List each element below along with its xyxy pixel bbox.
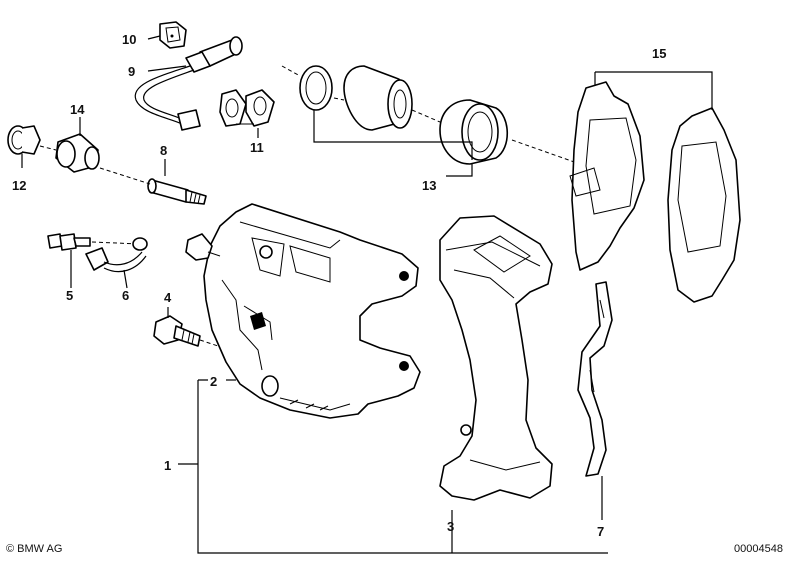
callout-5: 5 xyxy=(66,288,73,303)
leader-lines xyxy=(21,35,713,554)
callout-8: 8 xyxy=(160,143,167,158)
part-7-anti-rattle-spring xyxy=(577,281,613,477)
callout-9: 9 xyxy=(128,64,135,79)
callout-4: 4 xyxy=(164,290,172,305)
callout-11: 11 xyxy=(250,140,264,155)
callout-12: 12 xyxy=(12,178,26,193)
part-15-brake-pad-inner xyxy=(569,81,645,271)
callout-2: 2 xyxy=(210,374,217,389)
part-3-carrier-bracket xyxy=(439,215,553,501)
part-6-dust-cap-strap xyxy=(85,237,148,273)
callout-7: 7 xyxy=(597,524,604,539)
image-number: 00004548 xyxy=(734,543,783,555)
part-10-clip xyxy=(159,21,187,49)
callout-3: 3 xyxy=(447,519,454,534)
callout-labels: 10 9 14 11 8 12 13 15 5 6 4 2 1 3 7 xyxy=(12,32,666,539)
part-4-bolt xyxy=(153,315,231,351)
copyright-text: © BMW AG xyxy=(6,543,62,555)
callout-10: 10 xyxy=(122,32,136,47)
callout-13: 13 xyxy=(422,178,436,193)
part-12-dust-cap xyxy=(7,125,41,155)
callout-1: 1 xyxy=(164,458,171,473)
part-5-bleeder-screw xyxy=(47,233,141,251)
part-15-brake-pad-outer xyxy=(667,107,741,303)
part-8-guide-bolt xyxy=(99,167,207,205)
callout-15: 15 xyxy=(652,46,666,61)
part-13-piston-kit xyxy=(281,65,581,165)
part-2-caliper-housing xyxy=(185,203,421,419)
part-9-wear-sensor xyxy=(134,36,243,131)
part-11-double-clip xyxy=(219,89,275,127)
callout-6: 6 xyxy=(122,288,129,303)
part-14-guide-sleeve xyxy=(39,133,100,173)
callout-14: 14 xyxy=(70,102,85,117)
